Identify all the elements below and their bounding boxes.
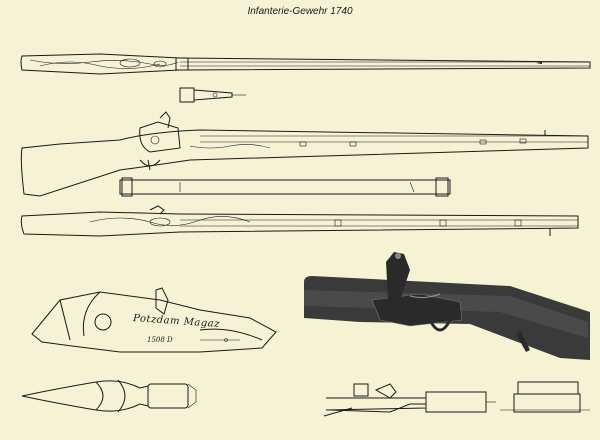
lock-photograph <box>304 252 590 360</box>
lockplate-detail <box>31 287 277 353</box>
lockplate-mark-engraving: 1508 D <box>147 336 173 344</box>
trigger-guard-detail <box>179 87 246 103</box>
ramrod-pipe-detail <box>21 379 197 413</box>
musket-top-view <box>20 53 591 75</box>
sling-detail <box>119 177 451 197</box>
barrel-band-sections <box>323 381 590 417</box>
musket-side-view <box>20 111 589 197</box>
musket-bottom-view <box>20 205 579 237</box>
plate-title: Infanterie-Gewehr 1740 <box>247 6 353 17</box>
